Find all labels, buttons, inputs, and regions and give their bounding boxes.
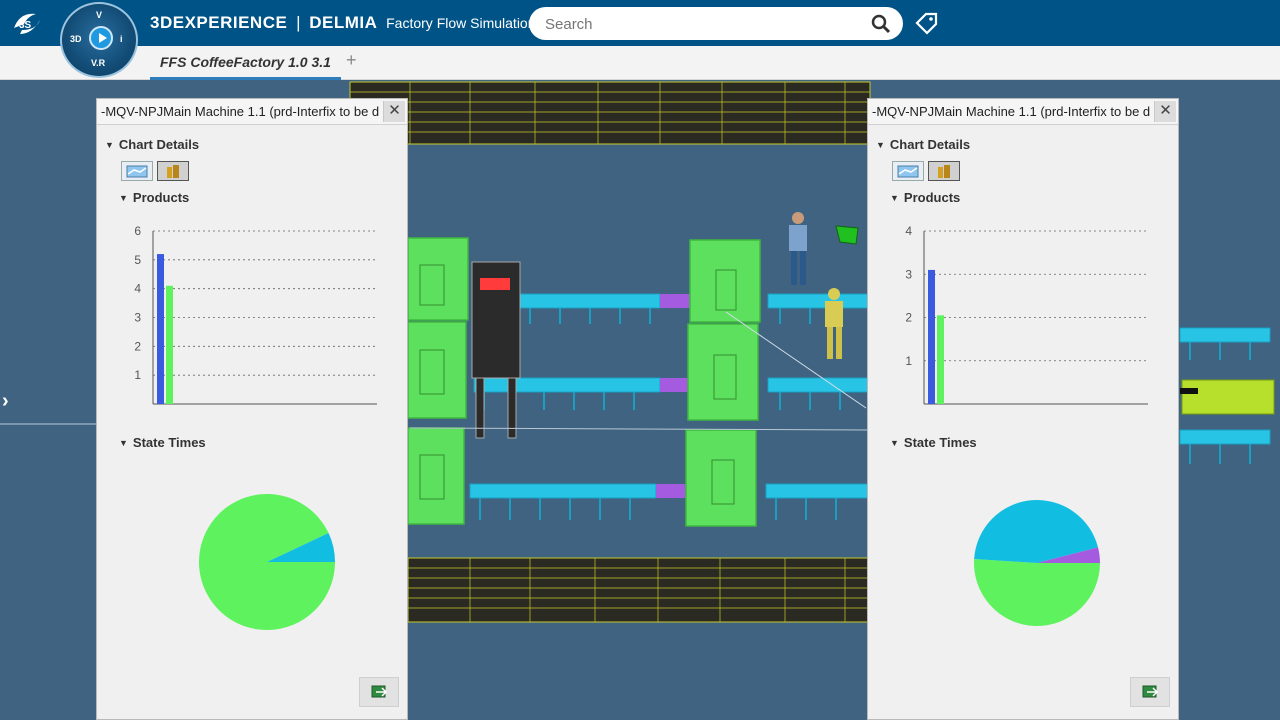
state-times-label: State Times: [132, 435, 206, 450]
y-tick-label: 2: [905, 311, 912, 325]
y-tick-label: 4: [905, 224, 912, 238]
compass-top-label: V: [96, 10, 103, 20]
products-section[interactable]: ▼ Products: [890, 190, 960, 205]
y-tick-label: 6: [134, 224, 141, 238]
chevron-right-icon[interactable]: ›: [2, 390, 9, 412]
state-times-pie-chart: [974, 500, 1100, 626]
bar-chart-icon[interactable]: [928, 161, 960, 181]
panel-header: -MQV-NPJMain Machine 1.1 (prd-Interfix t…: [868, 99, 1178, 125]
state-times-pie-chart: [199, 494, 335, 630]
panel-header: -MQV-NPJMain Machine 1.1 (prd-Interfix t…: [97, 99, 407, 125]
top-rack: [349, 81, 871, 145]
y-tick-label: 4: [134, 282, 141, 296]
svg-text:3S: 3S: [19, 20, 32, 31]
collapse-triangle-icon[interactable]: ▼: [119, 438, 128, 448]
tag-icon[interactable]: [914, 11, 940, 37]
chart-details-section[interactable]: ▼ Chart Details: [105, 137, 199, 152]
play-icon[interactable]: [89, 26, 113, 50]
products-bar-chart: 1 2 3 4 5 6: [134, 224, 377, 405]
ds-logo-icon[interactable]: 3S: [10, 8, 46, 38]
app-title: 3DEXPERIENCE | DELMIA Factory Flow Simul…: [150, 13, 536, 33]
top-bar: 3S 3DEXPERIENCE | DELMIA Factory Flow Si…: [0, 0, 1280, 46]
tab-coffee-factory[interactable]: FFS CoffeeFactory 1.0 3.1: [150, 52, 341, 80]
collapse-triangle-icon[interactable]: ▼: [119, 193, 128, 203]
compass-right-label: i: [120, 34, 123, 44]
chart-type-buttons: [892, 161, 964, 181]
y-tick-label: 3: [905, 267, 912, 281]
bar-chart-icon[interactable]: [157, 161, 189, 181]
pie-slice: [267, 533, 335, 562]
factory-3d-viewport[interactable]: ›: [0, 80, 1280, 720]
bar: [937, 315, 944, 404]
machine-chart-panel-right: -MQV-NPJMain Machine 1.1 (prd-Interfix t…: [867, 98, 1179, 720]
export-button[interactable]: [359, 677, 399, 707]
compass-bottom-label: V.R: [91, 58, 106, 68]
y-tick-label: 5: [134, 253, 141, 267]
export-button[interactable]: [1130, 677, 1170, 707]
search-icon[interactable]: [871, 14, 891, 34]
products-bar-chart: 1 2 3 4: [905, 224, 1148, 405]
factory-scene-graphic: [0, 81, 1275, 623]
tab-bar: FFS CoffeeFactory 1.0 3.1 +: [0, 46, 1280, 80]
close-icon[interactable]: ✕: [1154, 101, 1176, 122]
y-tick-label: 2: [134, 339, 141, 353]
state-times-section[interactable]: ▼ State Times: [890, 435, 977, 450]
chart-details-section[interactable]: ▼ Chart Details: [876, 137, 970, 152]
pie-slice: [974, 500, 1099, 563]
chart-details-label: Chart Details: [889, 137, 971, 152]
machine-chart-panel-left: -MQV-NPJMain Machine 1.1 (prd-Interfix t…: [96, 98, 408, 720]
export-icon: [371, 685, 388, 698]
app-brand: 3DEXPERIENCE: [150, 13, 288, 32]
search-box[interactable]: [529, 7, 903, 40]
compass-widget[interactable]: V 3D i V.R: [60, 2, 138, 78]
search-input[interactable]: [545, 14, 865, 34]
bar: [928, 269, 935, 404]
pie-slice: [974, 559, 1100, 626]
state-times-label: State Times: [903, 435, 977, 450]
line-chart-icon[interactable]: [892, 161, 924, 181]
panel-title: -MQV-NPJMain Machine 1.1 (prd-Interfix t…: [872, 104, 1151, 119]
products-label: Products: [132, 190, 190, 205]
collapse-triangle-icon[interactable]: ▼: [890, 193, 899, 203]
add-tab-button[interactable]: +: [346, 50, 357, 70]
y-tick-label: 3: [134, 311, 141, 325]
app-subtitle: Factory Flow Simulation: [386, 15, 536, 31]
products-section[interactable]: ▼ Products: [119, 190, 189, 205]
export-icon: [1142, 685, 1159, 698]
close-icon[interactable]: ✕: [383, 101, 405, 122]
bar: [166, 285, 173, 404]
state-times-section[interactable]: ▼ State Times: [119, 435, 206, 450]
pie-slice: [1037, 547, 1100, 563]
chart-details-label: Chart Details: [118, 137, 200, 152]
y-tick-label: 1: [905, 354, 912, 368]
collapse-triangle-icon[interactable]: ▼: [105, 140, 114, 150]
title-separator: |: [296, 13, 301, 32]
y-tick-label: 1: [134, 368, 141, 382]
compass-left-label: 3D: [70, 34, 82, 44]
products-label: Products: [903, 190, 961, 205]
panel-title: -MQV-NPJMain Machine 1.1 (prd-Interfix t…: [101, 104, 380, 119]
app-product: DELMIA: [309, 13, 378, 32]
collapse-triangle-icon[interactable]: ▼: [876, 140, 885, 150]
chart-type-buttons: [121, 161, 193, 181]
bar: [157, 254, 164, 404]
collapse-triangle-icon[interactable]: ▼: [890, 438, 899, 448]
line-chart-icon[interactable]: [121, 161, 153, 181]
